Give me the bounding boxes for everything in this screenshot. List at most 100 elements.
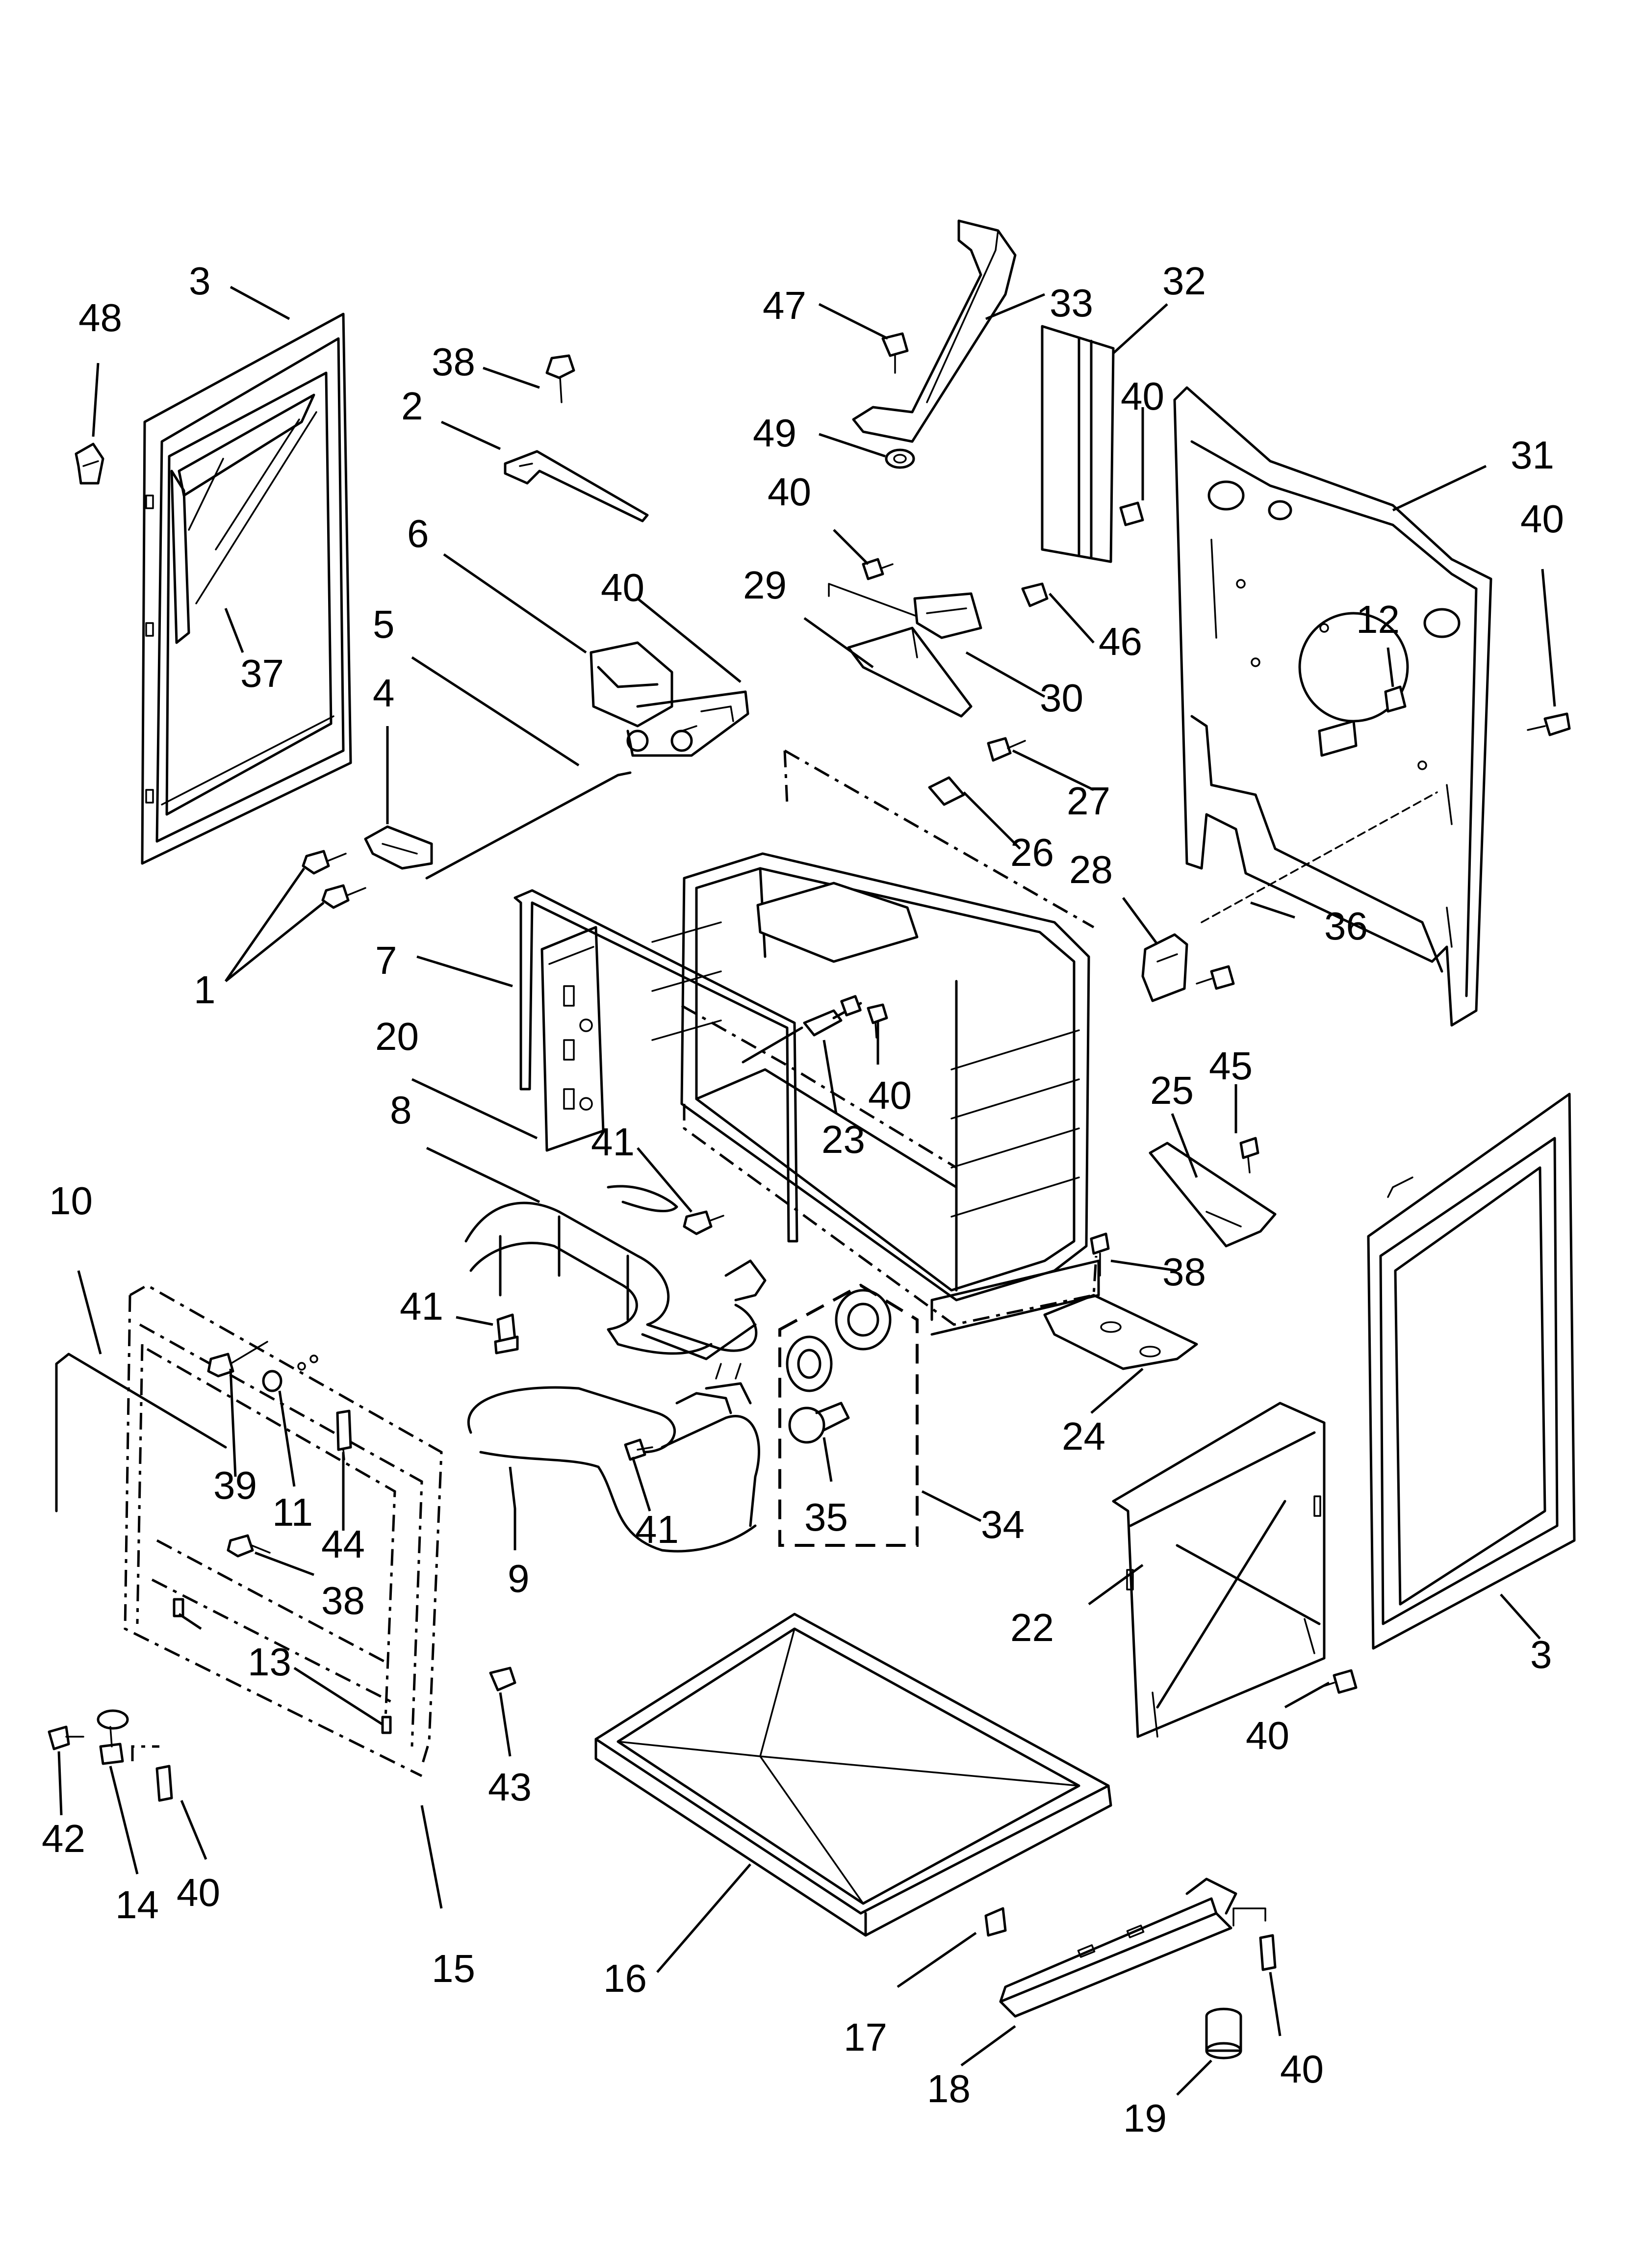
callout-27: 27 (1067, 779, 1110, 823)
part-42-screw (48, 1725, 84, 1750)
part-25-bracket (1149, 1142, 1277, 1248)
part-41-screw-c (624, 1438, 653, 1461)
callout-36: 36 (1324, 904, 1368, 948)
callout-2: 2 (401, 384, 423, 428)
callout-45: 45 (1209, 1044, 1253, 1088)
part-3-left-side-panel (141, 313, 352, 865)
callout-38-left: 38 (321, 1579, 365, 1622)
oven-cavity (651, 749, 1100, 1336)
part-20-element-bracket (540, 926, 605, 1152)
part-33-bracket-arm (852, 219, 1017, 443)
callout-labels: 48 3 37 38 2 6 5 4 40 1 7 20 8 41 41 10 … (42, 259, 1564, 2140)
part-19-foot (1205, 2007, 1242, 2059)
callout-43: 43 (488, 1765, 532, 1809)
callout-33: 33 (1050, 281, 1093, 325)
part-4-hinge (364, 825, 433, 870)
part-22-lower-panel (1112, 1402, 1326, 1738)
callout-40-lowerpanel: 40 (1246, 1714, 1289, 1757)
callout-20: 20 (375, 1015, 419, 1058)
callout-6: 6 (407, 512, 429, 555)
part-31-rear-panel (1173, 386, 1492, 1027)
part-15-front-frame (124, 1284, 443, 1777)
part-40-screw-leveler (131, 1745, 173, 1802)
part-36-wire (1201, 791, 1438, 923)
callout-15: 15 (432, 1947, 475, 1990)
callout-40-leveler: 40 (177, 1871, 220, 1914)
callout-40-bracket: 40 (768, 470, 811, 514)
part-10-rod (55, 1353, 227, 1512)
part-27-screw (987, 737, 1026, 762)
callout-25: 25 (1150, 1069, 1194, 1112)
callout-26: 26 (1010, 831, 1054, 874)
callout-1: 1 (194, 968, 216, 1012)
callout-46: 46 (1099, 620, 1142, 663)
callout-47: 47 (763, 284, 806, 327)
callout-29: 29 (743, 563, 787, 607)
callout-41-upper: 41 (591, 1120, 635, 1164)
part-14-leveler (97, 1709, 129, 1765)
part-2-bracket (504, 450, 649, 522)
part-24-plate (1043, 1294, 1198, 1370)
callout-35: 35 (804, 1495, 848, 1539)
callout-8: 8 (390, 1088, 412, 1132)
part-8-broil-element (464, 1185, 767, 1360)
leader-lines (57, 286, 1556, 2096)
part-40-screw-22 (1318, 1669, 1358, 1694)
callout-14: 14 (115, 1883, 159, 1927)
callout-4: 4 (373, 671, 395, 715)
part-40-screw-32 (1119, 501, 1144, 526)
part-34-knob-group (778, 1283, 919, 1547)
callout-28: 28 (1069, 848, 1113, 891)
part-40-screw-31 (1527, 712, 1571, 736)
part-35-lamp (788, 1402, 850, 1444)
part-11-plug (262, 1355, 318, 1392)
callout-32: 32 (1162, 259, 1206, 303)
part-37-window-glass (170, 393, 317, 644)
part-45-screw (1196, 965, 1235, 990)
part-49-washer (885, 448, 915, 469)
callout-31: 31 (1511, 433, 1554, 477)
part-48-clip (75, 443, 104, 485)
part-13-hook (173, 1598, 392, 1734)
part-3-right-side-panel (1367, 1093, 1576, 1650)
part-9-bake-element (467, 1363, 760, 1553)
part-30-terminal (913, 592, 982, 639)
callout-38-right: 38 (1162, 1250, 1206, 1294)
callout-7: 7 (375, 938, 397, 982)
part-28-bracket (1141, 933, 1188, 1002)
part-6-switch-assembly (590, 641, 749, 757)
part-40-screw-bottom (1232, 1907, 1277, 1971)
part-12-grommet (1384, 685, 1407, 713)
callout-3-left: 3 (189, 259, 211, 303)
callout-10: 10 (49, 1179, 93, 1223)
part-47-screw (881, 332, 909, 374)
callout-30: 30 (1040, 676, 1083, 720)
part-18-rail (999, 1877, 1237, 2018)
callout-48: 48 (78, 296, 122, 339)
part-38-screw-left (227, 1534, 271, 1558)
callout-22: 22 (1010, 1606, 1054, 1649)
callout-23: 23 (821, 1118, 865, 1161)
callout-42: 42 (42, 1817, 85, 1860)
part-41-screw-b (494, 1313, 519, 1355)
callout-40-panel: 40 (1520, 497, 1564, 541)
callout-41-lower: 41 (635, 1508, 679, 1551)
callout-40-channel: 40 (1121, 374, 1164, 418)
part-23-sensor (742, 995, 862, 1064)
part-38-screw-right (1090, 1137, 1259, 1277)
callout-11: 11 (272, 1490, 313, 1534)
callout-13: 13 (248, 1640, 291, 1684)
callout-17: 17 (844, 2015, 887, 2059)
callout-49: 49 (753, 411, 796, 455)
callout-9: 9 (508, 1557, 530, 1600)
part-38-screw-top (545, 354, 575, 403)
callout-38-top: 38 (432, 340, 475, 384)
callout-24: 24 (1062, 1414, 1105, 1458)
part-46-screw (1021, 582, 1049, 607)
callout-41-mid: 41 (400, 1284, 443, 1328)
part-40-screw-29 (862, 558, 894, 580)
part-41-screw-a (683, 1210, 724, 1235)
callout-44: 44 (321, 1522, 365, 1566)
